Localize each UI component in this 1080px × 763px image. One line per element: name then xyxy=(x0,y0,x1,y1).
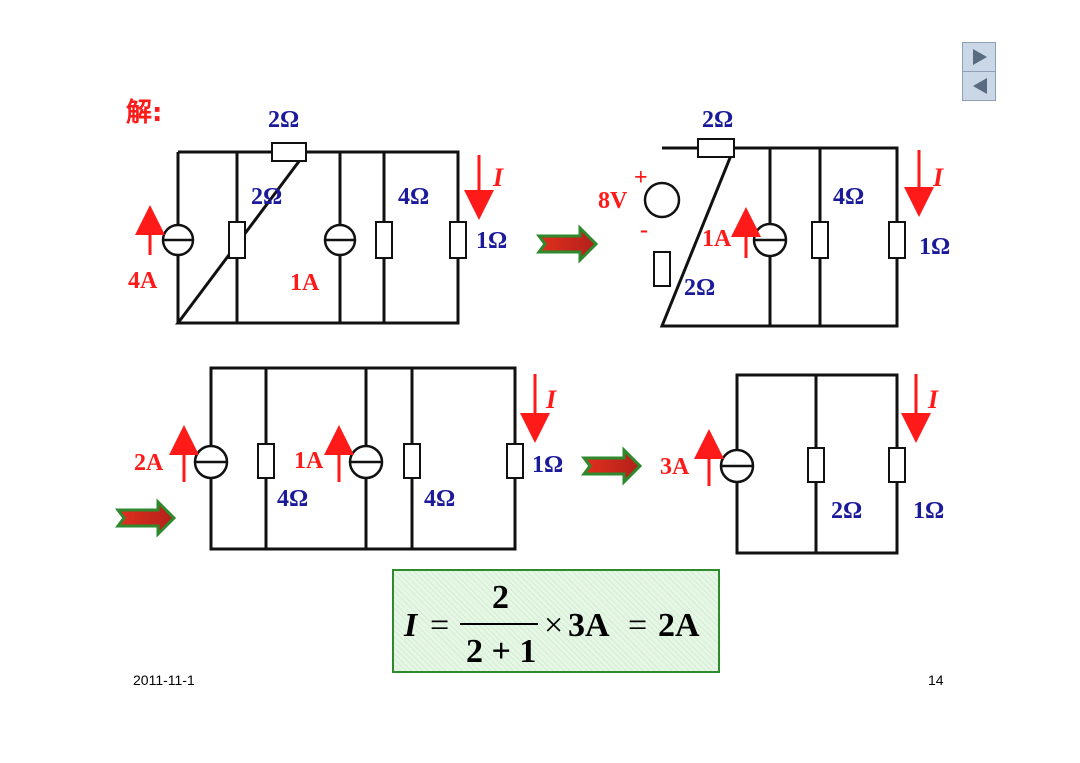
voltage-source-8v xyxy=(643,181,681,219)
label-r-load-c4: 1Ω xyxy=(913,498,944,524)
play-right-icon xyxy=(973,49,987,65)
resistor-load-1ohm-c4 xyxy=(888,447,906,483)
play-left-icon xyxy=(973,78,987,94)
formula-box: I = 2 2 + 1 × 3A = 2A xyxy=(392,569,720,673)
formula-factor: 3A xyxy=(568,607,610,644)
label-r1-c4: 2Ω xyxy=(831,498,862,524)
label-r-load: 1Ω xyxy=(476,228,507,254)
label-r-load-c3: 1Ω xyxy=(532,452,563,478)
footer-date: 2011-11-1 xyxy=(133,672,195,688)
fraction-bar xyxy=(460,623,538,625)
resistor-load-1ohm-c3 xyxy=(506,443,524,479)
formula-denominator: 2 + 1 xyxy=(466,633,537,670)
resistor-series-2ohm xyxy=(653,251,671,287)
circuit-1: 2Ω 2Ω 4Ω 1Ω 4A 1A I xyxy=(128,107,507,325)
label-r-series-c2: 2Ω xyxy=(684,275,715,301)
resistor-2ohm-c4 xyxy=(807,447,825,483)
label-vsrc-8v: 8V xyxy=(598,188,628,214)
transform-arrow-1 xyxy=(536,224,599,264)
resistor-top-2ohm-c2 xyxy=(697,138,735,158)
label-src-4a: 4A xyxy=(128,268,158,294)
circuit-4: 3A 2Ω 1Ω I xyxy=(660,373,944,555)
label-r-mid-c2: 4Ω xyxy=(833,184,864,210)
formula-numerator: 2 xyxy=(492,579,509,616)
label-r2-c3: 4Ω xyxy=(424,486,455,512)
label-r-top: 2Ω xyxy=(268,107,299,133)
previous-slide-button[interactable] xyxy=(962,71,996,101)
formula-result: 2A xyxy=(658,607,700,644)
label-current-i-1: I xyxy=(492,163,504,192)
formula-eq2: = xyxy=(628,607,648,644)
label-src-1a-c2: 1A xyxy=(702,226,732,252)
formula-lhs: I xyxy=(404,607,418,644)
label-current-i-4: I xyxy=(927,385,939,414)
label-src-1a: 1A xyxy=(290,270,320,296)
label-src-1a-c3: 1A xyxy=(294,448,324,474)
label-r-mid2: 4Ω xyxy=(398,184,429,210)
solution-heading: 解: xyxy=(126,98,162,128)
label-r-load-c2: 1Ω xyxy=(919,234,950,260)
transform-arrow-3 xyxy=(581,446,643,486)
resistor-load-1ohm xyxy=(449,221,467,259)
label-src-2a: 2A xyxy=(134,450,164,476)
footer-page-number: 14 xyxy=(928,672,944,688)
circuit-2: 2Ω 4Ω 1Ω 2Ω 8V + - 1A I xyxy=(598,107,950,328)
circuit-3: 2A 1A 4Ω 4Ω 1Ω I xyxy=(134,366,563,551)
label-src-3a: 3A xyxy=(660,454,690,480)
formula-eq1: = xyxy=(430,607,450,644)
label-plus: + xyxy=(634,165,648,191)
resistor-4ohm-a xyxy=(257,443,275,479)
label-minus: - xyxy=(640,217,648,243)
formula-times: × xyxy=(544,607,564,644)
resistor-load-1ohm-c2 xyxy=(888,221,906,259)
label-current-i-3: I xyxy=(545,385,557,414)
label-r-top-c2: 2Ω xyxy=(702,107,733,133)
resistor-4ohm xyxy=(375,221,393,259)
label-r-mid1: 2Ω xyxy=(251,184,282,210)
next-slide-button[interactable] xyxy=(962,42,996,72)
resistor-4ohm-b xyxy=(403,443,421,479)
resistor-2ohm xyxy=(228,221,246,259)
resistor-4ohm-c2 xyxy=(811,221,829,259)
transform-arrow-2 xyxy=(115,498,177,538)
resistor-top-2ohm xyxy=(271,142,307,162)
label-current-i-2: I xyxy=(932,163,944,192)
label-r1-c3: 4Ω xyxy=(277,486,308,512)
